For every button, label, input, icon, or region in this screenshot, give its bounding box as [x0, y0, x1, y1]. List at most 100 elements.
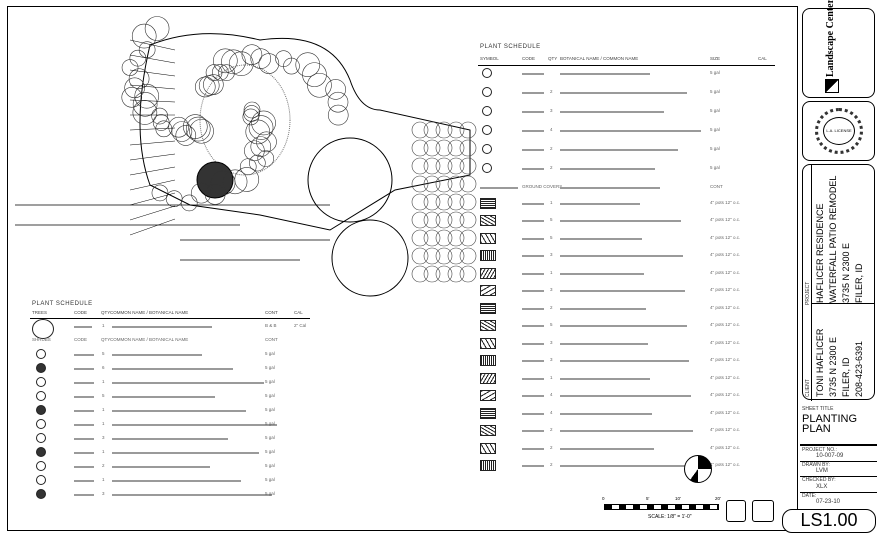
- plant-symbol: [250, 136, 272, 157]
- north-arrow: [684, 455, 712, 483]
- schedule-row: 1 5 gal: [30, 447, 310, 457]
- header-qty: QTY: [101, 310, 111, 315]
- header-code: CODE: [522, 56, 536, 61]
- groundcover-hatch-icon: [480, 425, 496, 436]
- plant-symbol: [151, 107, 168, 125]
- header-qty: QTY: [101, 337, 111, 342]
- schedule-row: 3 5 gal: [30, 433, 310, 443]
- shrub-symbol-icon: [36, 489, 46, 499]
- size: 4" pots 12" o.c.: [710, 427, 741, 432]
- qty: 1: [102, 449, 105, 454]
- tree-symbol: [447, 265, 465, 283]
- tree-symbol: [411, 175, 429, 193]
- plant-symbol: [241, 44, 263, 65]
- groundcover-hatch-icon: [480, 268, 496, 279]
- plant-symbol: [211, 64, 229, 81]
- groundcover-hatch-icon: [480, 320, 496, 331]
- planting-bed-outline: [139, 33, 471, 231]
- leader-line: [129, 84, 176, 90]
- size: 4" pots 12" o.c.: [710, 445, 741, 450]
- tree-symbol-icon: [482, 163, 492, 173]
- header-cal: CAL: [758, 56, 767, 61]
- tree-symbol: [459, 193, 477, 211]
- plant-symbol: [121, 87, 143, 108]
- approval-stamp-1: [726, 500, 746, 522]
- plant-symbol: [134, 83, 160, 109]
- groundcover-hatch-icon: [480, 460, 496, 471]
- qty: 2: [550, 89, 553, 94]
- plant-symbol: [228, 51, 254, 77]
- plant-symbol: [203, 74, 224, 95]
- header-name: COMMON NAME / BOTANICAL NAME: [110, 310, 189, 315]
- client-label: CLIENT: [805, 379, 811, 397]
- size: 5 gal: [265, 421, 275, 426]
- tree-symbol: [423, 157, 441, 175]
- schedule-row: 1 4" pots 12" o.c.: [478, 268, 775, 279]
- schedule-row: 2 4" pots 12" o.c.: [478, 303, 775, 314]
- tree-symbol: [423, 193, 441, 211]
- leader-line: [129, 205, 176, 221]
- plant-symbol: [249, 154, 266, 172]
- header-shrubs: SHRUBS: [32, 337, 51, 342]
- tree-symbol: [423, 121, 441, 139]
- shrub-symbol-icon: [36, 461, 46, 471]
- schedule-row: 2 5 gal: [478, 163, 775, 173]
- tree-symbol: [447, 247, 465, 265]
- schedule-row: 2 4" pots 12" o.c.: [478, 460, 775, 471]
- leader-line: [129, 99, 176, 103]
- qty: 3: [550, 252, 553, 257]
- tree-symbol: [411, 121, 429, 139]
- professional-seal: [815, 108, 863, 154]
- tree-symbol-icon: [482, 125, 492, 135]
- groundcover-hatch-icon: [480, 373, 496, 384]
- plant-symbol: [132, 91, 158, 117]
- qty: 4: [550, 392, 553, 397]
- schedule-row: 1 4" pots 12" o.c.: [478, 373, 775, 384]
- client-city: FILER, ID: [841, 357, 851, 397]
- plant-symbol: [185, 116, 211, 142]
- tree-canopy: [307, 137, 393, 223]
- tree-symbol: [423, 265, 441, 283]
- scale-label: SCALE: 1/8" = 1'-0": [648, 514, 692, 520]
- shrub-symbol-icon: [36, 419, 46, 429]
- tree-symbol: [32, 319, 54, 339]
- size: 5 gal: [265, 463, 275, 468]
- client-name: TONI HAFLICER: [815, 328, 825, 397]
- shrub-symbol-icon: [36, 349, 46, 359]
- tree-row: 1 B & B 2" Cal: [30, 319, 310, 339]
- sheet-number: LS1.00: [782, 509, 876, 533]
- plant-symbol: [327, 104, 349, 126]
- plant-symbol: [325, 79, 346, 100]
- qty: 1: [550, 375, 553, 380]
- drawn-by: LVM: [816, 468, 828, 474]
- plant-symbol: [213, 48, 238, 74]
- size: 5 gal: [265, 477, 275, 482]
- header-name: BOTANICAL NAME / COMMON NAME: [560, 56, 639, 61]
- header-name: COMMON NAME / BOTANICAL NAME: [110, 337, 189, 342]
- header-size: SIZE: [710, 56, 721, 61]
- schedule-header: TREES CODE QTY COMMON NAME / BOTANICAL N…: [30, 310, 310, 319]
- schedule-row: 4 4" pots 12" o.c.: [478, 408, 775, 419]
- tree-symbol: [459, 229, 477, 247]
- size: 4" pots 12" o.c.: [710, 270, 741, 275]
- leader-line: [129, 179, 176, 191]
- scale-tick: 10': [675, 496, 681, 501]
- plant-symbol: [138, 41, 156, 58]
- size: 5 gal: [710, 108, 720, 113]
- schedule-row: GROUND COVERS CONT: [478, 184, 775, 192]
- plant-symbol: [205, 64, 223, 81]
- tree-symbol-icon: [482, 87, 492, 97]
- groundcover-hatch-icon: [480, 198, 496, 209]
- tree-symbol: [459, 265, 477, 283]
- plant-symbol: [165, 190, 183, 208]
- project-subtitle: WATERFALL PATIO REMODEL: [828, 175, 838, 303]
- project-name: HAFLICER RESIDENCE: [815, 203, 825, 303]
- header-code: CODE: [74, 310, 88, 315]
- tree-symbol: [447, 175, 465, 193]
- groundcover-hatch-icon: [480, 215, 496, 226]
- plant-symbol: [218, 64, 235, 81]
- size: 5 gal: [710, 127, 720, 132]
- tree-symbol: [423, 175, 441, 193]
- qty: 2: [550, 165, 553, 170]
- seal-box: L.A. LICENSE: [802, 101, 875, 161]
